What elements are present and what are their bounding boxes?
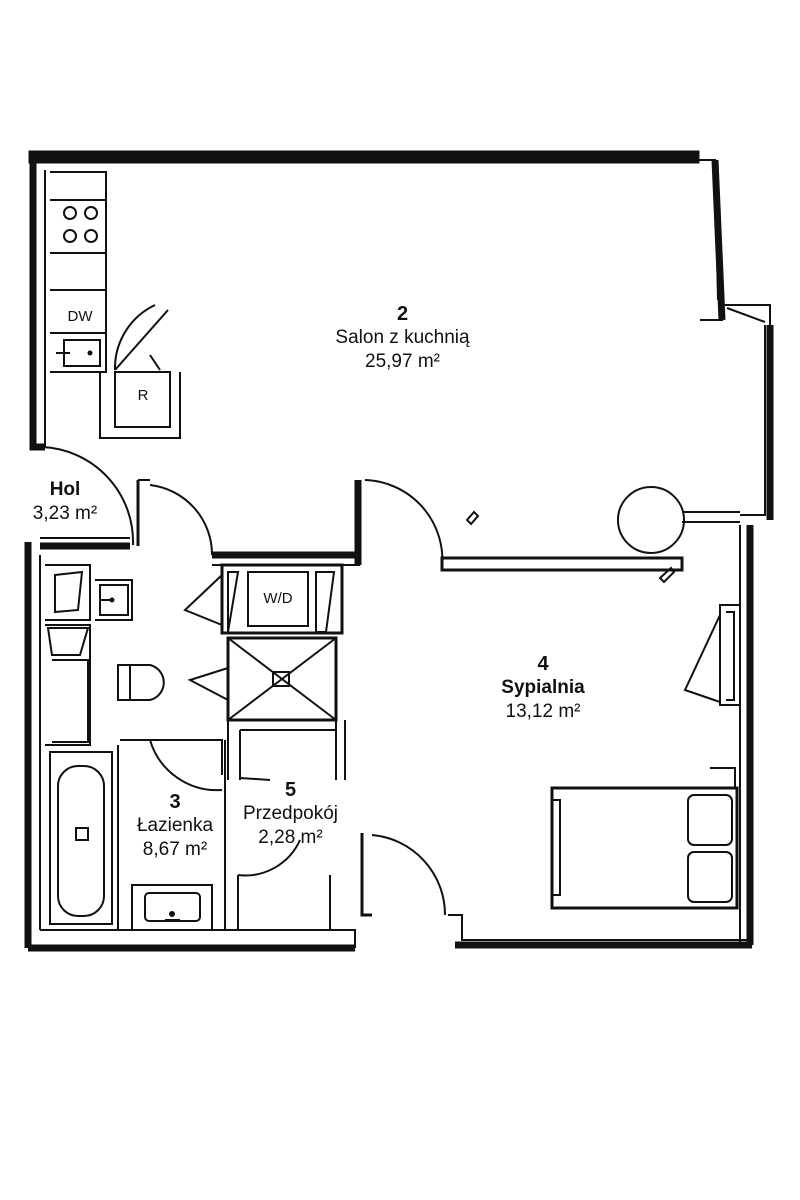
hallway-closet <box>183 563 447 930</box>
outer-walls <box>24 150 774 952</box>
interior-walls <box>212 479 740 584</box>
washer-dryer-label: W/D <box>263 590 293 607</box>
room-area: 8,67 m² <box>142 839 208 860</box>
room-name: Salon z kuchnią <box>335 327 470 348</box>
room-name: Sypialnia <box>501 677 585 698</box>
room-area: 13,12 m² <box>505 701 581 722</box>
room-area: 2,28 m² <box>258 827 323 848</box>
room-number: 3 <box>169 791 181 813</box>
kitchen-counter <box>50 171 181 439</box>
room-number: 5 <box>284 779 297 801</box>
room-number: 4 <box>537 653 549 675</box>
room-number: 2 <box>396 303 409 325</box>
room-area: 3,23 m² <box>32 503 98 524</box>
room-area: 25,97 m² <box>365 351 440 372</box>
refrigerator-label: R <box>137 387 149 404</box>
bathroom <box>45 564 226 931</box>
room-label-lazienka: 3 Łazienka 8,67 m² <box>115 790 235 862</box>
room-name: Hol <box>49 479 81 500</box>
room-label-hol: Hol 3,23 m² <box>10 478 120 526</box>
room-label-sypialnia: 4 Sypialnia 13,12 m² <box>468 652 618 724</box>
dishwasher-label: DW <box>67 308 93 325</box>
bedroom <box>550 604 741 910</box>
room-label-salon: 2 Salon z kuchnią 25,97 m² <box>300 302 505 374</box>
room-label-przedpokoj: 5 Przedpokój 2,28 m² <box>228 778 353 850</box>
hall-walls <box>40 446 214 556</box>
room-name: Łazienka <box>136 815 214 836</box>
room-name: Przedpokój <box>242 803 339 824</box>
